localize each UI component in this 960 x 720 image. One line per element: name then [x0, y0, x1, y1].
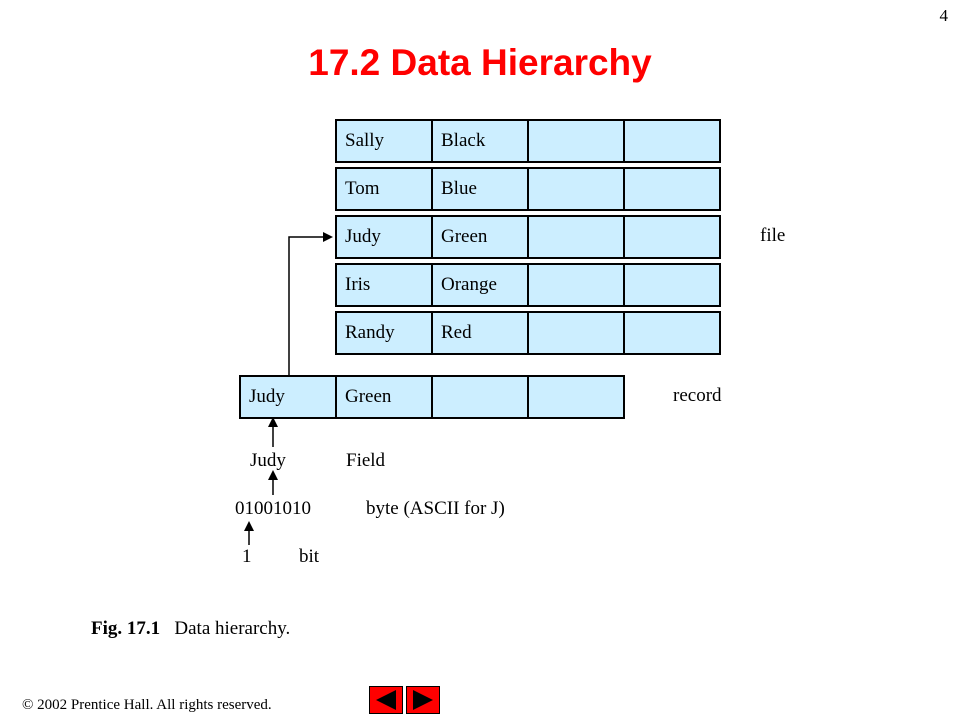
last-name-field: Black [433, 121, 527, 161]
empty-field [433, 377, 527, 417]
empty-field [529, 377, 623, 417]
bit-value: 1 [242, 546, 252, 567]
file-record-row: Tom Blue [335, 167, 721, 211]
empty-field [529, 217, 623, 257]
last-name-field: Green [433, 217, 527, 257]
empty-field [625, 313, 719, 353]
slide-title: 17.2 Data Hierarchy [308, 42, 652, 83]
file-record-row: Iris Orange [335, 263, 721, 307]
file-record-row: Sally Black [335, 119, 721, 163]
file-record-row: Judy Green [335, 215, 721, 259]
left-triangle-icon [376, 690, 396, 710]
first-name-field: Sally [337, 121, 431, 161]
byte-value: 01001010 [235, 498, 311, 519]
file-label: file [760, 225, 786, 246]
prev-slide-button[interactable] [369, 686, 403, 714]
record-row: Judy Green [239, 375, 625, 419]
figure-number: Fig. 17.1 [91, 618, 161, 639]
first-name-field: Iris [337, 265, 431, 305]
last-name-field: Blue [433, 169, 527, 209]
bit-label: bit [299, 546, 320, 567]
copyright-footer: © 2002 Prentice Hall. All rights reserve… [22, 697, 272, 713]
empty-field [529, 313, 623, 353]
page-number: 4 [939, 6, 949, 25]
first-name-field: Judy [337, 217, 431, 257]
field-value: Judy [250, 450, 286, 471]
empty-field [625, 121, 719, 161]
right-triangle-icon [413, 690, 433, 710]
empty-field [529, 121, 623, 161]
last-name-field: Red [433, 313, 527, 353]
byte-label: byte (ASCII for J) [366, 498, 505, 519]
empty-field [625, 169, 719, 209]
last-name-field: Orange [433, 265, 527, 305]
file-record-row: Randy Red [335, 311, 721, 355]
record-label: record [673, 385, 722, 406]
empty-field [625, 217, 719, 257]
next-slide-button[interactable] [406, 686, 440, 714]
figure-caption: Fig. 17.1 Data hierarchy. [91, 618, 290, 640]
empty-field [529, 169, 623, 209]
record-to-file-arrow [288, 232, 333, 375]
first-name-field: Judy [241, 377, 335, 417]
figure-caption-text: Data hierarchy. [174, 618, 291, 639]
last-name-field: Green [337, 377, 431, 417]
first-name-field: Tom [337, 169, 431, 209]
empty-field [529, 265, 623, 305]
first-name-field: Randy [337, 313, 431, 353]
field-label: Field [346, 450, 386, 471]
empty-field [625, 265, 719, 305]
